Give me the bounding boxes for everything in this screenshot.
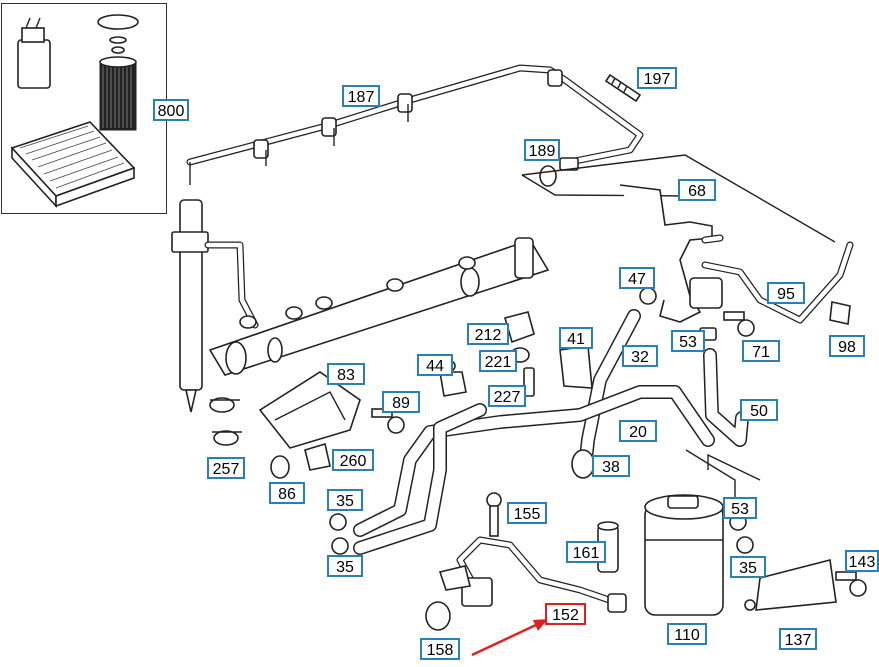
- callout-152-highlighted[interactable]: 152: [545, 603, 586, 625]
- callout-98[interactable]: 98: [829, 335, 865, 357]
- bolt-155: [486, 492, 502, 537]
- callout-38[interactable]: 38: [592, 455, 630, 477]
- fuel-injector: [171, 199, 259, 413]
- callout-800[interactable]: 800: [153, 99, 189, 121]
- callout-257[interactable]: 257: [207, 457, 245, 479]
- callout-89[interactable]: 89: [382, 391, 420, 413]
- callout-44[interactable]: 44: [417, 354, 453, 376]
- fuel-line-152: [438, 536, 627, 613]
- callout-158[interactable]: 158: [420, 638, 460, 660]
- callout-187[interactable]: 187: [342, 85, 380, 107]
- clamp-38: [571, 449, 595, 479]
- callout-41[interactable]: 41: [559, 327, 593, 349]
- hose-connector-197: [604, 73, 642, 103]
- inset-fuel-filter: [17, 17, 51, 89]
- hose-20: [353, 385, 715, 555]
- clip-98: [829, 301, 851, 325]
- bracket-83: [258, 371, 361, 449]
- bolt-71: [723, 311, 755, 337]
- callout-260[interactable]: 260: [332, 449, 374, 471]
- callout-161[interactable]: 161: [566, 541, 606, 563]
- callout-212[interactable]: 212: [467, 323, 509, 345]
- callout-95[interactable]: 95: [767, 282, 805, 304]
- callout-71[interactable]: 71: [742, 340, 780, 362]
- callout-221[interactable]: 221: [479, 350, 517, 372]
- callout-189[interactable]: 189: [524, 139, 560, 161]
- callout-35-lower-left[interactable]: 35: [327, 555, 363, 577]
- bolt-143: [835, 571, 867, 597]
- callout-137[interactable]: 137: [779, 628, 817, 650]
- callout-197[interactable]: 197: [637, 67, 677, 89]
- callout-35-upper-left[interactable]: 35: [327, 489, 363, 511]
- bolt-227: [523, 367, 535, 397]
- connector-212: [504, 311, 535, 344]
- callout-155[interactable]: 155: [507, 502, 547, 524]
- callout-53-upper[interactable]: 53: [671, 330, 705, 352]
- highlight-arrow: [471, 619, 548, 657]
- callout-32[interactable]: 32: [622, 345, 658, 367]
- callout-68[interactable]: 68: [678, 179, 716, 201]
- fuel-filter-110: [644, 494, 724, 616]
- fuel-rail: [208, 237, 550, 376]
- inset-air-filter: [10, 121, 136, 209]
- callout-35-right[interactable]: 35: [730, 556, 766, 578]
- clamp-158: [425, 601, 451, 631]
- callout-leader-lines: [685, 449, 761, 505]
- inset-filter-element: [97, 14, 139, 131]
- callout-143[interactable]: 143: [845, 550, 879, 572]
- hose-50: [703, 348, 749, 447]
- clips-35-left: [329, 513, 349, 555]
- clip-86: [270, 455, 290, 479]
- callout-83[interactable]: 83: [327, 363, 365, 385]
- callout-20[interactable]: 20: [619, 420, 657, 442]
- callout-227[interactable]: 227: [488, 385, 526, 407]
- callout-50[interactable]: 50: [740, 399, 778, 421]
- callout-47[interactable]: 47: [619, 267, 655, 289]
- callout-53-lower[interactable]: 53: [723, 497, 757, 519]
- clip-41: [559, 345, 593, 389]
- callout-86[interactable]: 86: [269, 482, 305, 504]
- leakoff-line: [186, 64, 644, 185]
- hose-clips-257: [209, 397, 242, 446]
- valve-assembly-68: [619, 184, 854, 324]
- clip-260: [304, 442, 331, 471]
- filter-bracket-137: [744, 559, 837, 611]
- callout-110[interactable]: 110: [667, 623, 707, 645]
